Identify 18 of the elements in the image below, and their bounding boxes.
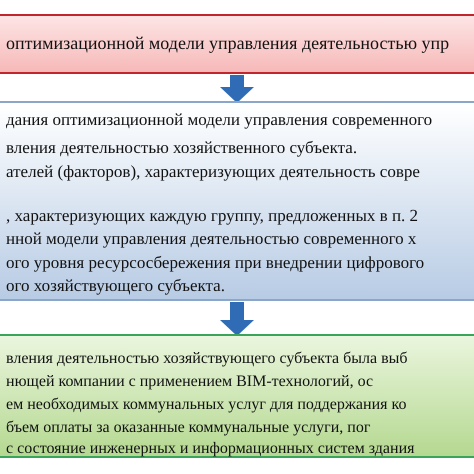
arrow: [220, 75, 254, 103]
box-text: , характеризующих каждую группу, предложенных в п. 2: [6, 207, 418, 226]
box-text: ателей (факторов), характеризующих деятельность совре: [6, 163, 420, 182]
box-text: вления деятельностью хозяйственного субъекта.: [6, 139, 358, 158]
box-text: нющей компании с применением BIM-технологий, ос: [6, 373, 374, 391]
box-text: ем необходимых коммунальных услуг для поддержания ко: [6, 396, 406, 414]
process-box: [0, 101, 474, 301]
box-text: дания оптимизационной модели управления современного: [6, 111, 432, 130]
process-box: [0, 334, 474, 458]
box-text: ого уровня ресурсосбережения при внедрении цифрового: [6, 254, 424, 273]
process-box: [0, 14, 474, 74]
box-text: ого хозяйствующего субъекта.: [6, 277, 225, 296]
arrow: [220, 302, 254, 336]
box-text: вления деятельностью хозяйствующего субъекта была выб: [6, 350, 408, 368]
box-text: с состояние инженерных и информационных систем здания: [6, 440, 414, 458]
box-text: нной модели управления деятельностью современного х: [6, 230, 416, 249]
box-text: бъем оплаты за оказанные коммунальные услуги, пог: [6, 419, 370, 437]
box-text: оптимизационной модели управления деятельностью упр: [6, 34, 450, 54]
